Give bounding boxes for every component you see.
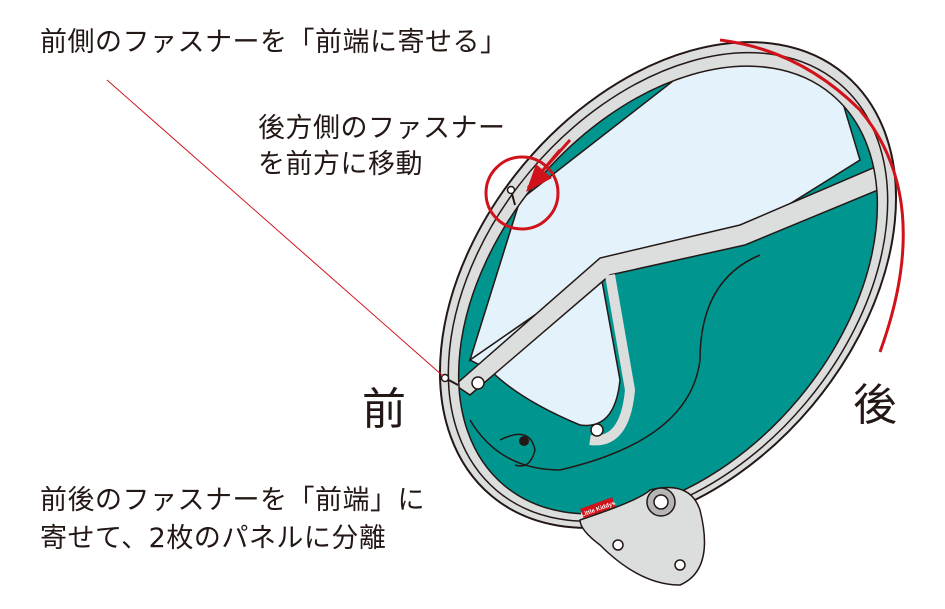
mount-plate (579, 486, 706, 586)
rear-side-label: 後 (853, 380, 897, 431)
highlight-circle (484, 155, 560, 231)
zipper-track (447, 51, 889, 523)
front-zipper-pull (440, 373, 459, 386)
snap-button (590, 423, 604, 437)
eyelet (519, 436, 529, 446)
front-zipper-instruction: 前側のファスナーを「前端に寄せる」 (40, 27, 508, 58)
leader-line (106, 79, 444, 377)
rear-zipper-instruction-line2: を前方に移動 (258, 149, 423, 180)
separate-instruction-line1: 前後のファスナーを「前端」に (40, 485, 425, 516)
front-side-label: 前 (362, 384, 406, 435)
movement-arrow (719, 38, 905, 353)
separate-instruction-line2: 寄せて、2枚のパネルに分離 (40, 523, 387, 554)
rear-zipper-pull (506, 185, 516, 206)
rear-zipper-instruction-line1: 後方側のファスナー (258, 113, 506, 144)
snap-button (471, 376, 485, 390)
